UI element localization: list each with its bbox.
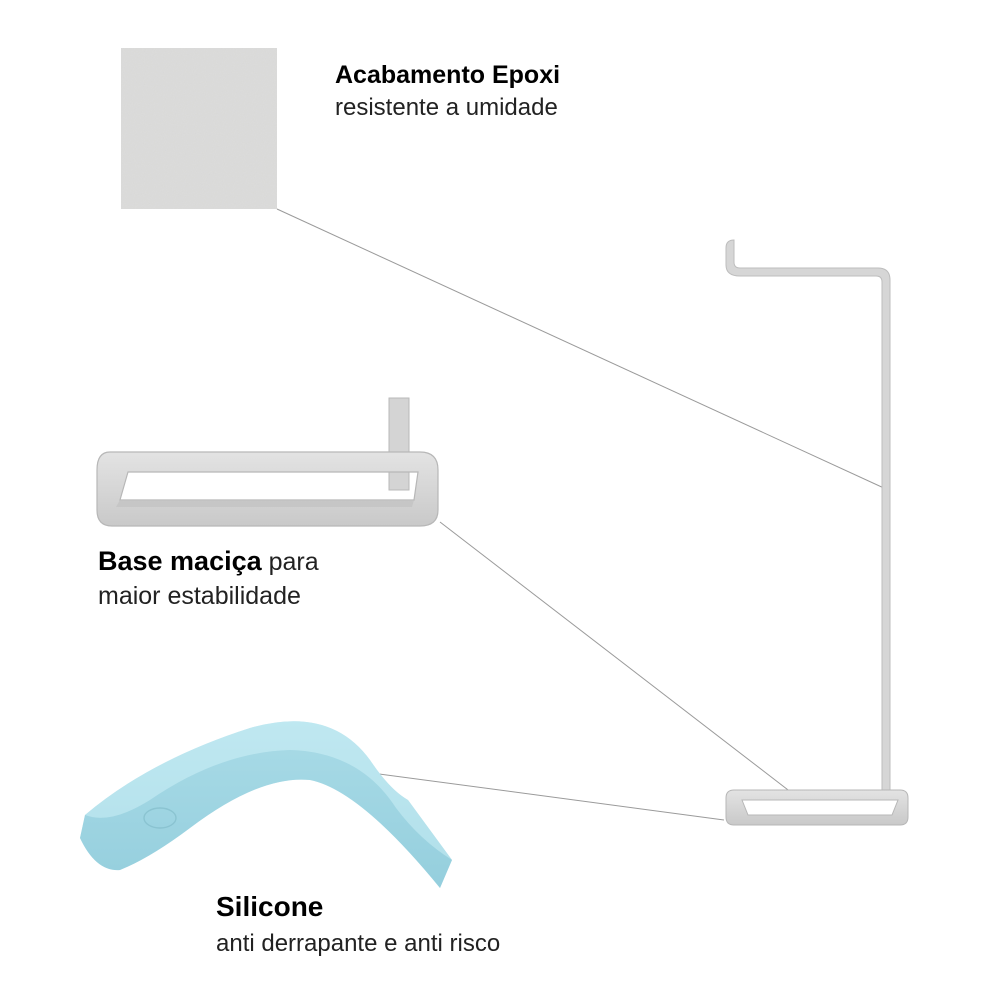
silicone-feature-label: Silicone anti derrapante e anti risco	[216, 890, 500, 958]
base-title-suffix: para	[261, 548, 319, 576]
silicone-foot	[80, 721, 452, 888]
base-title: Base maciça	[98, 546, 262, 576]
finish-subtitle: resistente a umidade	[335, 94, 558, 121]
silicone-title: Silicone	[216, 891, 324, 922]
epoxy-finish-swatch	[121, 48, 277, 209]
leader-lines	[276, 208, 887, 821]
finish-feature-label: Acabamento Epoxi resistente a umidade	[335, 60, 560, 123]
finish-title: Acabamento Epoxi	[335, 61, 561, 89]
leader-line-silicone	[371, 772, 725, 821]
base-title-line: Base maciça para	[98, 545, 319, 577]
base-feature-label: Base maciça para maior estabilidade	[98, 545, 319, 611]
silicone-subtitle: anti derrapante e anti risco	[216, 929, 501, 957]
leader-line-finish	[276, 208, 887, 490]
leader-line-base	[439, 521, 793, 794]
base-subtitle: maior estabilidade	[98, 582, 301, 611]
toilet-paper-stand	[725, 239, 909, 826]
base-closeup	[96, 397, 439, 527]
